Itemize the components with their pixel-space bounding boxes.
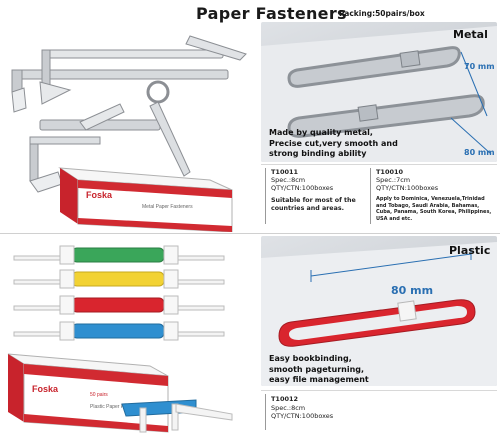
metal-box-brand: Foska	[86, 190, 113, 200]
plastic-fastener-green	[13, 245, 225, 265]
metal-section-label: Metal	[453, 28, 488, 41]
plastic-closeup-photo: Plastic 80 mm Easy bookbinding, smooth p…	[261, 236, 497, 386]
plastic-feature-text: Easy bookbinding, smooth pageturning, ea…	[269, 354, 369, 384]
metal-product-desc-1: Suitable for most of the countries and a…	[271, 197, 356, 212]
section-divider	[0, 233, 500, 234]
metal-product-desc-2: Apply to Dominica, Venezuela,Trinidad an…	[376, 196, 492, 222]
metal-box-text: Metal Paper Fasteners	[142, 204, 193, 210]
metal-product-qty-2: QTY/CTN:100boxes	[376, 184, 439, 192]
metal-dim-bottom: 80 mm	[464, 148, 495, 157]
plastic-fastener-closeup	[261, 242, 497, 386]
metal-product-code-2: T10010	[376, 168, 404, 176]
metal-product-qty-1: QTY/CTN:100boxes	[271, 184, 334, 192]
plastic-fasteners-photo: Foska 50 pairs Plastic Paper Fasteners	[7, 245, 233, 433]
metal-fastener-closeup	[261, 26, 497, 162]
metal-divider-mid	[370, 168, 371, 224]
plastic-dim: 80 mm	[391, 284, 434, 297]
plastic-box-brand: Foska	[32, 384, 59, 394]
metal-feature-text: Made by quality metal, Precise cut,very …	[269, 128, 398, 158]
plastic-divider-left	[265, 394, 266, 430]
plastic-product-spec: Spec.:8cm	[271, 404, 306, 412]
plastic-fastener-blue	[13, 321, 225, 341]
packing-info: Packing:50pairs/box	[339, 9, 425, 18]
plastic-box-text: Plastic Paper Fasteners	[90, 404, 144, 410]
plastic-section-label: Plastic	[449, 244, 491, 257]
metal-product-spec-1: Spec.:8cm	[271, 176, 306, 184]
plastic-product-code: T10012	[271, 395, 299, 403]
metal-divider-left	[265, 168, 266, 224]
metal-specs-panel	[261, 164, 497, 233]
page-title: Paper Fasteners	[196, 4, 347, 23]
metal-product-spec-2: Spec.:7cm	[376, 176, 411, 184]
plastic-fastener-red	[13, 295, 225, 315]
plastic-product-qty: QTY/CTN:100boxes	[271, 412, 334, 420]
metal-fasteners-photo: Foska Metal Paper Fasteners	[11, 35, 247, 232]
metal-closeup-photo: Metal 70 mm 80 mm Made by quality metal,…	[261, 22, 497, 162]
plastic-box-count: 50 pairs	[90, 392, 108, 398]
metal-box	[58, 167, 233, 232]
plastic-fastener-yellow	[13, 269, 225, 289]
plastic-specs-panel	[261, 390, 497, 437]
metal-product-code-1: T10011	[271, 168, 299, 176]
metal-dim-top: 70 mm	[464, 62, 495, 71]
plastic-fastener-loose	[121, 399, 233, 433]
